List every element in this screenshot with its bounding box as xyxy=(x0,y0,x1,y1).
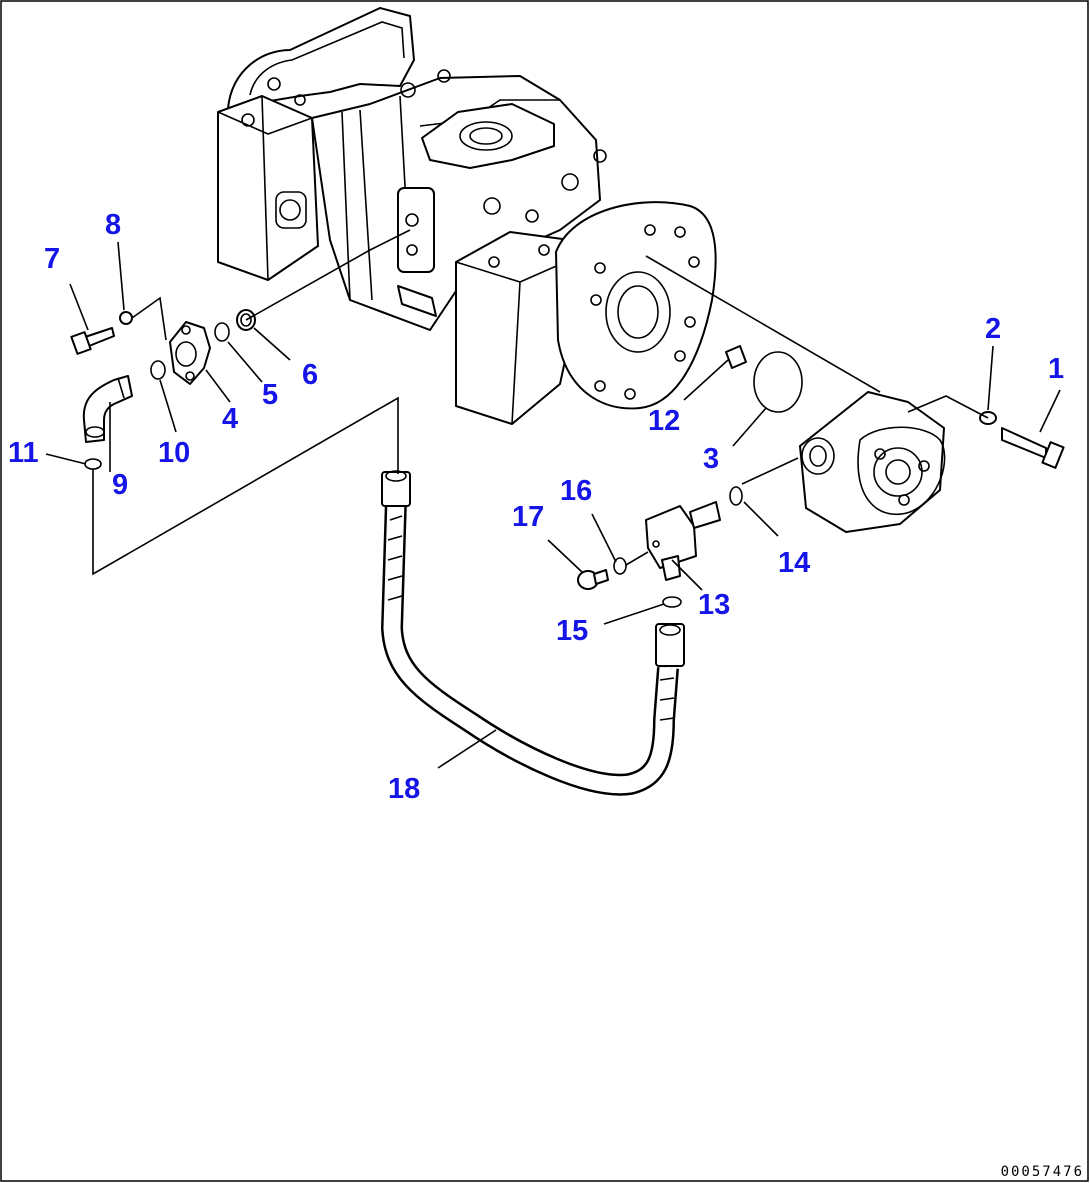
leader-lines xyxy=(45,229,1061,769)
gear-pump xyxy=(799,391,946,533)
callout-18: 18 xyxy=(388,773,420,805)
strainer-6 xyxy=(236,309,256,331)
callout-2: 2 xyxy=(985,313,1001,345)
flange-elbow-4 xyxy=(169,321,211,385)
callout-5: 5 xyxy=(262,379,278,411)
callout-14: 14 xyxy=(778,547,810,579)
callout-11: 11 xyxy=(8,437,39,469)
callout-3: 3 xyxy=(703,443,719,475)
callout-4: 4 xyxy=(222,403,238,435)
callout-labels: 1 2 3 4 5 6 7 8 9 10 11 12 13 14 15 16 1… xyxy=(8,209,1064,805)
callout-10: 10 xyxy=(158,437,190,469)
callout-15: 15 xyxy=(556,615,588,647)
callout-6: 6 xyxy=(302,359,318,391)
washer-8 xyxy=(119,311,133,325)
o-ring-5 xyxy=(214,322,230,342)
o-ring-16 xyxy=(613,557,627,575)
o-ring-14 xyxy=(729,486,743,506)
callout-12: 12 xyxy=(648,405,680,437)
o-ring-10 xyxy=(150,360,166,380)
hose-18 xyxy=(380,470,685,796)
bolt-7 xyxy=(70,327,115,355)
o-ring-11 xyxy=(84,458,102,470)
callout-1: 1 xyxy=(1048,353,1064,385)
bolt-1 xyxy=(1001,427,1065,469)
elbow-block-13 xyxy=(645,501,721,581)
plug-17 xyxy=(577,569,609,590)
o-ring-15 xyxy=(662,596,682,608)
main-pump-assembly xyxy=(217,7,717,425)
callout-9: 9 xyxy=(112,469,128,501)
document-number: 00057476 xyxy=(1001,1164,1084,1180)
callout-17: 17 xyxy=(512,501,544,533)
elbow-fitting-9 xyxy=(82,375,133,443)
callout-7: 7 xyxy=(44,243,60,275)
callout-8: 8 xyxy=(105,209,121,241)
plug-12 xyxy=(725,345,747,369)
callout-13: 13 xyxy=(698,589,730,621)
o-ring-3 xyxy=(753,351,803,413)
callout-16: 16 xyxy=(560,475,592,507)
